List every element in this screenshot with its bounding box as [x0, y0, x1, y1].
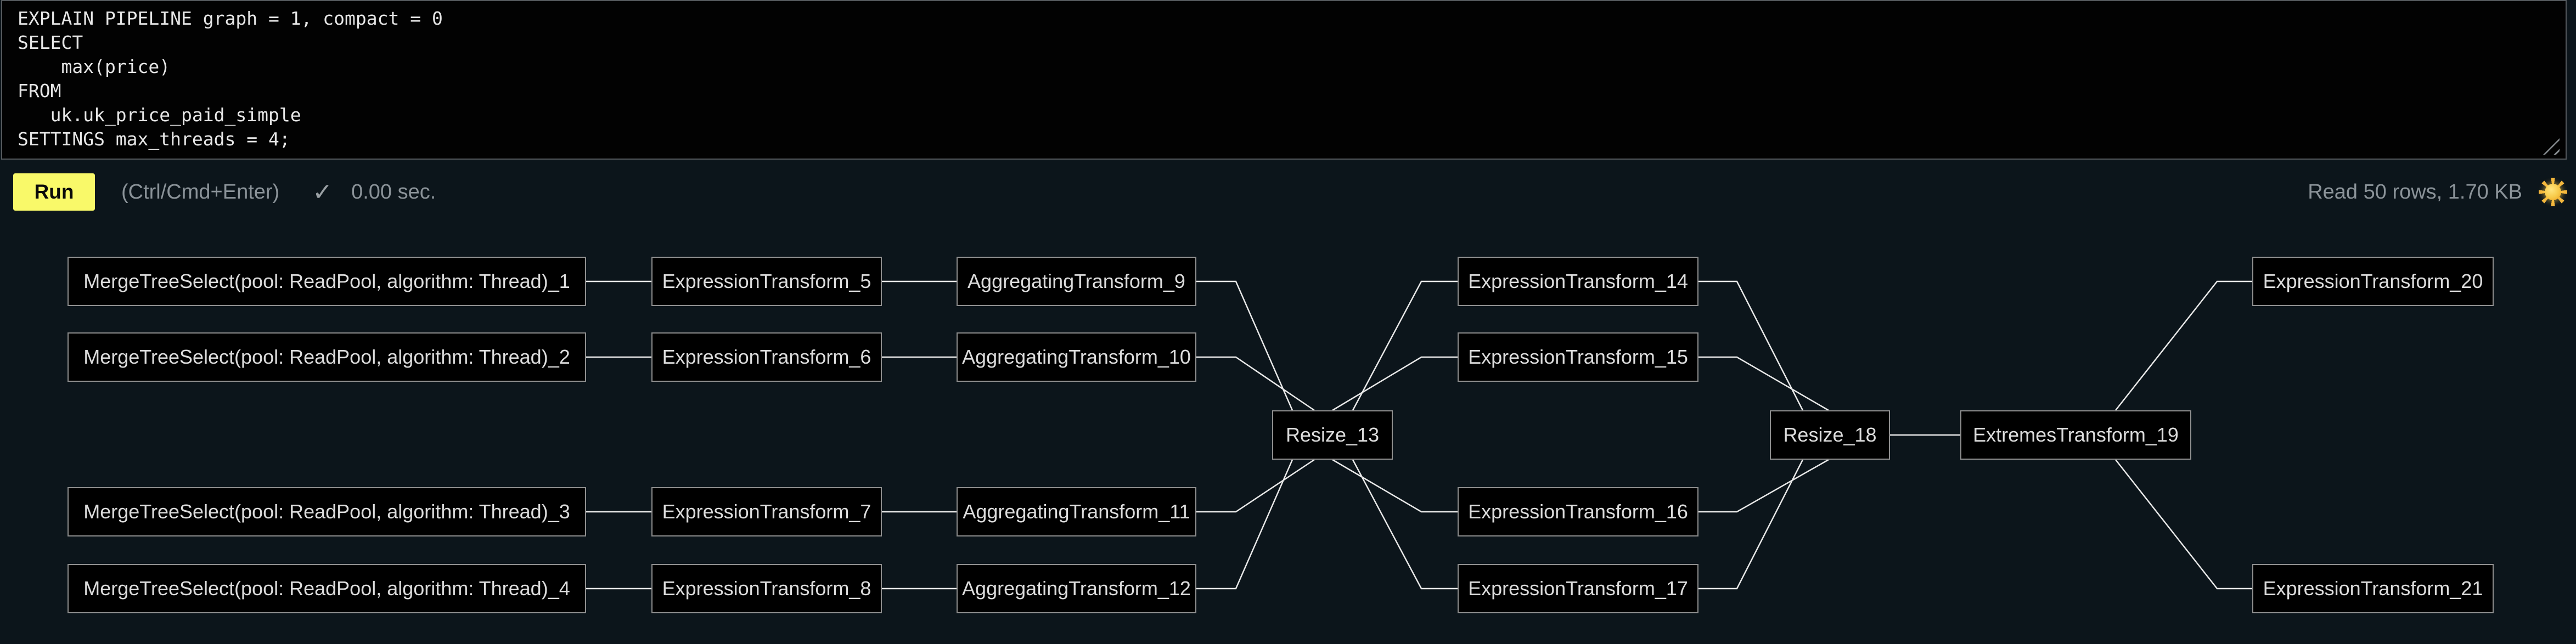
pipeline-node-2: MergeTreeSelect(pool: ReadPool, algorith… — [68, 332, 586, 382]
pipeline-node-14: ExpressionTransform_14 — [1458, 257, 1698, 306]
read-stats: Read 50 rows, 1.70 KB — [2308, 180, 2522, 204]
shortcut-hint: (Ctrl/Cmd+Enter) — [121, 180, 280, 204]
pipeline-node-8: ExpressionTransform_8 — [651, 564, 882, 613]
pipeline-edge — [1196, 280, 1293, 411]
pipeline-node-6: ExpressionTransform_6 — [651, 332, 882, 382]
pipeline-edge — [1698, 459, 1829, 513]
pipeline-node-20: ExpressionTransform_20 — [2252, 257, 2494, 306]
pipeline-edge — [1352, 280, 1458, 411]
pipeline-edge — [1698, 280, 1804, 411]
toolbar: Run (Ctrl/Cmd+Enter) ✓ 0.00 sec. Read 50… — [0, 162, 2576, 222]
pipeline-node-10: AggregatingTransform_10 — [957, 332, 1196, 382]
pipeline-node-4: MergeTreeSelect(pool: ReadPool, algorith… — [68, 564, 586, 613]
pipeline-edge — [1698, 459, 1804, 590]
pipeline-node-1: MergeTreeSelect(pool: ReadPool, algorith… — [68, 257, 586, 306]
pipeline-node-7: ExpressionTransform_7 — [651, 487, 882, 536]
elapsed-time: 0.00 sec. — [351, 180, 436, 204]
pipeline-node-15: ExpressionTransform_15 — [1458, 332, 1698, 382]
pipeline-node-17: ExpressionTransform_17 — [1458, 564, 1698, 613]
pipeline-node-16: ExpressionTransform_16 — [1458, 487, 1698, 536]
pipeline-edge — [2115, 459, 2252, 590]
pipeline-edge — [1196, 356, 1315, 411]
sun-icon[interactable] — [2539, 178, 2567, 206]
pipeline-node-18: Resize_18 — [1770, 410, 1890, 460]
pipeline-node-5: ExpressionTransform_5 — [651, 257, 882, 306]
pipeline-node-11: AggregatingTransform_11 — [957, 487, 1196, 536]
sun-core — [2545, 184, 2561, 200]
pipeline-edge — [1196, 459, 1293, 590]
success-check-icon: ✓ — [312, 178, 333, 206]
run-button[interactable]: Run — [13, 173, 95, 211]
pipeline-edge — [1352, 459, 1458, 590]
pipeline-node-13: Resize_13 — [1272, 410, 1393, 460]
pipeline-edge — [1196, 459, 1315, 513]
pipeline-node-21: ExpressionTransform_21 — [2252, 564, 2494, 613]
pipeline-node-12: AggregatingTransform_12 — [957, 564, 1196, 613]
pipeline-node-19: ExtremesTransform_19 — [1960, 410, 2191, 460]
pipeline-edge — [2115, 280, 2252, 411]
pipeline-edge — [1332, 356, 1458, 411]
pipeline-edge — [1698, 356, 1829, 411]
pipeline-node-3: MergeTreeSelect(pool: ReadPool, algorith… — [68, 487, 586, 536]
pipeline-edge — [1332, 459, 1458, 513]
sql-editor[interactable]: EXPLAIN PIPELINE graph = 1, compact = 0 … — [1, 0, 2567, 160]
pipeline-node-9: AggregatingTransform_9 — [957, 257, 1196, 306]
